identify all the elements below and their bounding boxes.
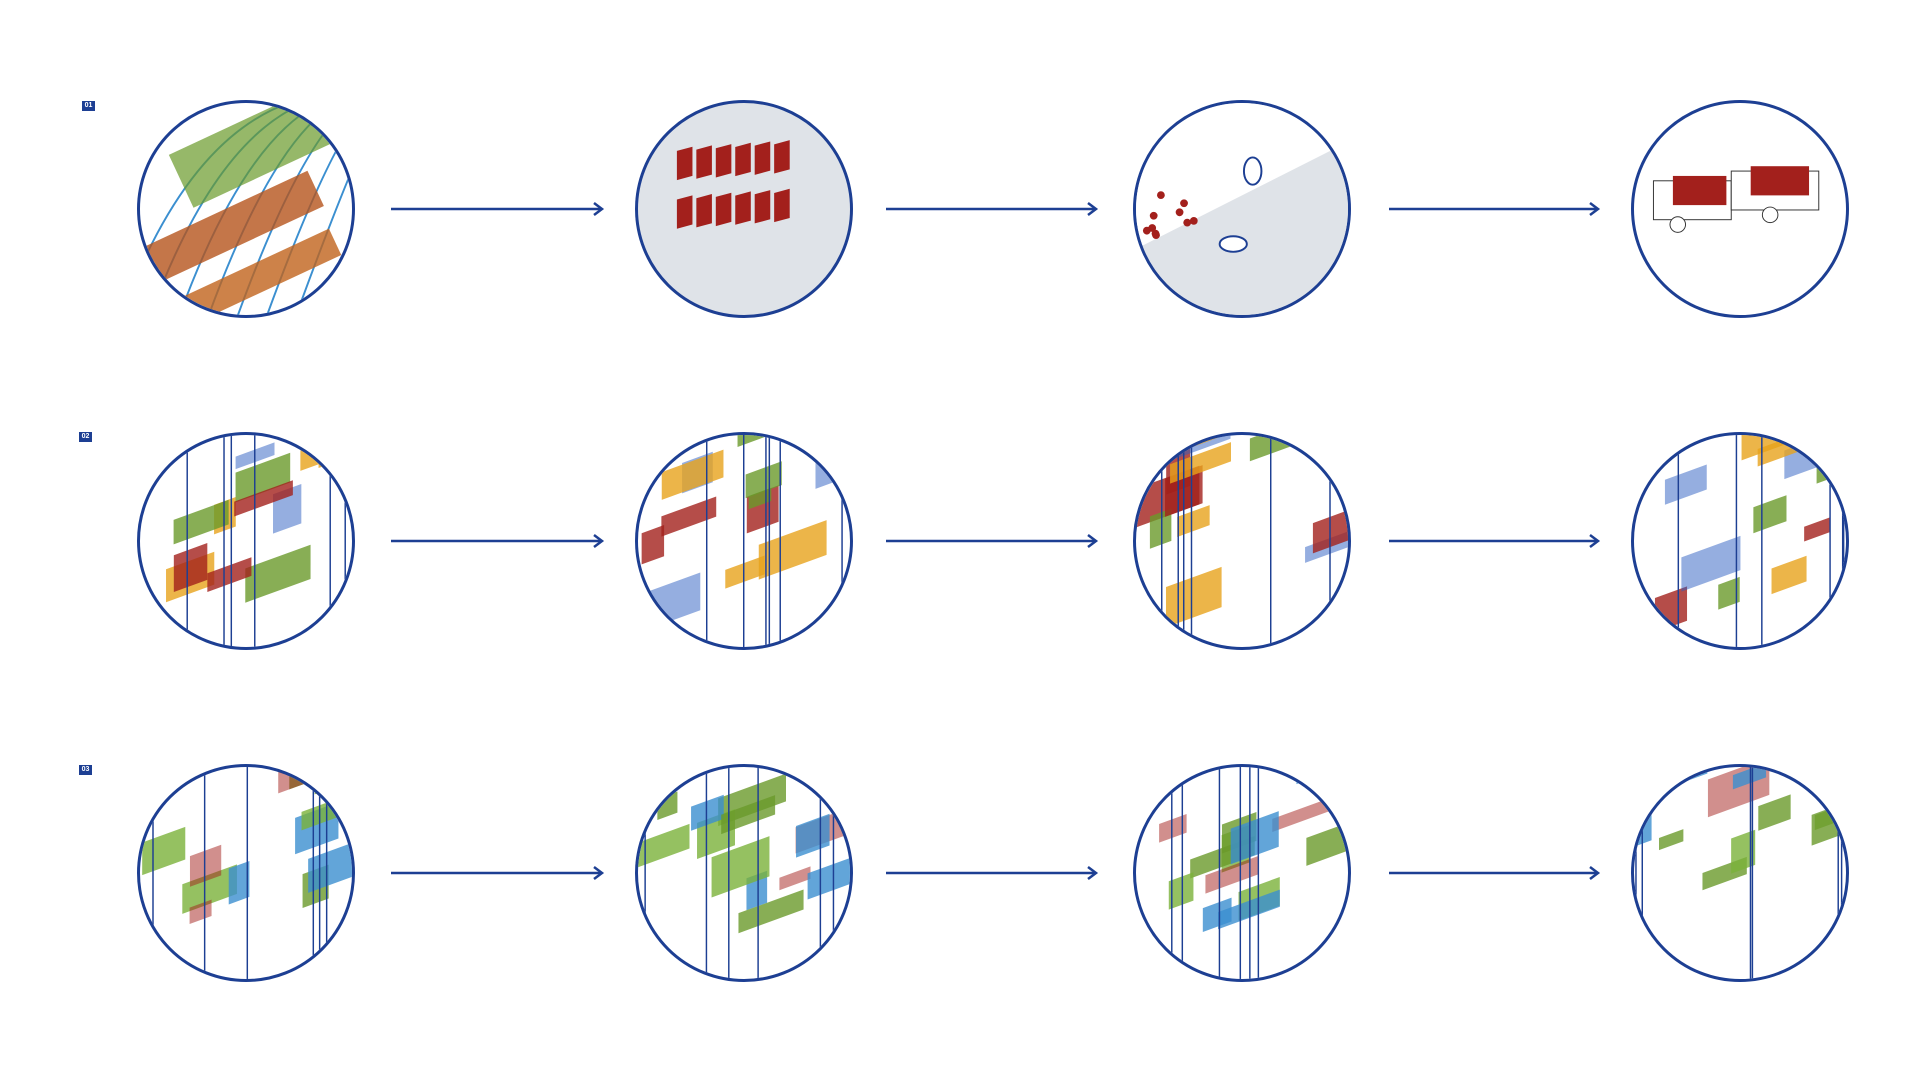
illustration-circle-processing-tables <box>137 432 355 650</box>
illustration-circle-truck-transport <box>1631 100 1849 318</box>
flow-arrow-icon <box>886 202 1099 216</box>
illustration-image <box>1652 166 1820 233</box>
illustration-image <box>676 140 790 229</box>
flow-arrow-icon <box>1389 202 1601 216</box>
illustration-image <box>1136 435 1348 647</box>
flow-arrow-icon <box>391 866 605 880</box>
illustration-image <box>1136 103 1348 315</box>
flow-arrow-icon <box>391 534 605 548</box>
row-label: 01 <box>82 101 95 111</box>
illustration-circle-textile-rolls <box>1631 764 1849 982</box>
flow-arrow-icon <box>1389 866 1601 880</box>
illustration-circle-balcony-garden <box>1133 764 1351 982</box>
illustration-image <box>641 435 850 647</box>
illustration-image <box>140 103 352 315</box>
illustration-image <box>1159 767 1348 979</box>
illustration-image <box>142 767 352 979</box>
flow-arrow-icon <box>886 866 1099 880</box>
illustration-circle-coastal-harvest <box>1133 100 1351 318</box>
flow-arrow-icon <box>391 202 605 216</box>
illustration-circle-market-display <box>1631 432 1849 650</box>
illustration-image <box>1654 435 1846 647</box>
illustration-circle-urban-blocks <box>137 764 355 982</box>
row-label: 02 <box>79 432 92 442</box>
illustration-circle-drying-racks <box>635 432 853 650</box>
illustration-circle-dining-pergola <box>1133 432 1351 650</box>
illustration-image <box>166 435 352 647</box>
row-label: 03 <box>79 765 92 775</box>
illustration-circle-interior-living <box>635 764 853 982</box>
flow-arrow-icon <box>886 534 1099 548</box>
flow-arrow-icon <box>1389 534 1601 548</box>
illustration-circle-greenhouse-cultivation <box>137 100 355 318</box>
illustration-image <box>1634 767 1846 979</box>
illustration-image <box>638 767 850 979</box>
illustration-circle-rope-farming <box>635 100 853 318</box>
